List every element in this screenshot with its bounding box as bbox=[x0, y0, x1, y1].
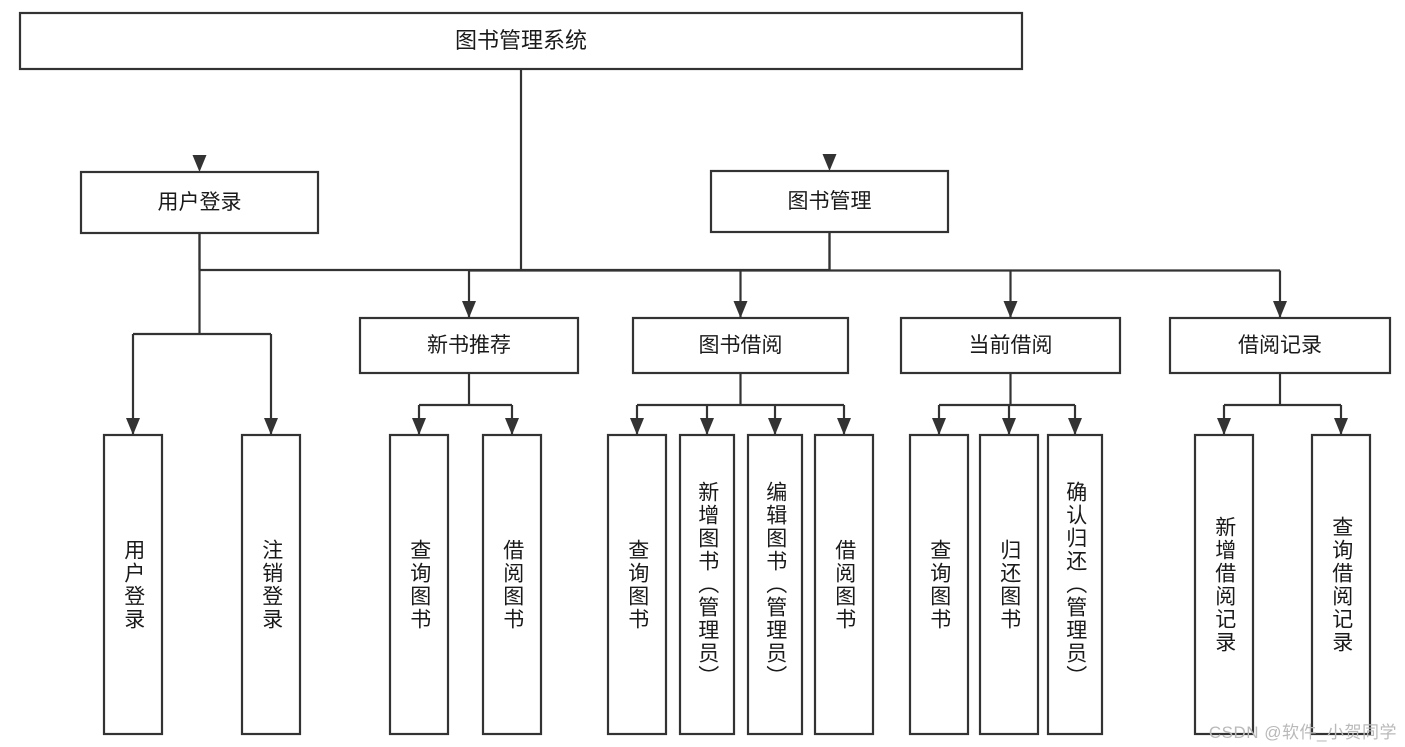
leaf-box-6-编辑图书管理员[interactable] bbox=[746, 433, 804, 736]
node-l3-label-新书推荐: 新书推荐 bbox=[427, 334, 511, 357]
leaf-box-2-查询图书[interactable] bbox=[388, 433, 450, 736]
node-l3-label-借阅记录: 借阅记录 bbox=[1238, 334, 1322, 357]
arrow-head-icon bbox=[932, 418, 946, 435]
arrow-head-icon bbox=[1273, 301, 1287, 318]
arrow-head-icon bbox=[837, 418, 851, 435]
leaf-box-5-新增图书管理员[interactable] bbox=[678, 433, 736, 736]
leaf-box-12-查询借阅记录[interactable] bbox=[1310, 433, 1372, 736]
node-l3-label-图书借阅: 图书借阅 bbox=[699, 334, 783, 357]
node-l3-label-当前借阅: 当前借阅 bbox=[969, 334, 1053, 357]
node-l3-当前借阅[interactable] bbox=[899, 316, 1122, 375]
node-l2-label-图书管理: 图书管理 bbox=[788, 190, 872, 213]
arrow-head-icon bbox=[192, 155, 207, 172]
arrow-head-icon bbox=[1334, 418, 1348, 435]
leaf-box-1-注销登录[interactable] bbox=[240, 433, 302, 736]
arrow-head-icon bbox=[768, 418, 782, 435]
leaf-box-0-用户登录[interactable] bbox=[102, 433, 164, 736]
leaf-box-10-确认归还管理员[interactable] bbox=[1046, 433, 1104, 736]
node-root-图书管理系统[interactable] bbox=[18, 11, 1024, 71]
arrow-head-icon bbox=[700, 418, 714, 435]
arrow-head-icon bbox=[126, 418, 140, 435]
arrow-head-icon bbox=[505, 418, 519, 435]
connectors-layer bbox=[126, 69, 1348, 435]
arrow-head-icon bbox=[822, 154, 837, 171]
arrow-head-icon bbox=[264, 418, 278, 435]
arrow-head-icon bbox=[630, 418, 644, 435]
arrow-head-icon bbox=[1217, 418, 1231, 435]
leaf-box-11-新增借阅记录[interactable] bbox=[1193, 433, 1255, 736]
boxes-layer bbox=[18, 11, 1392, 736]
node-l3-借阅记录[interactable] bbox=[1168, 316, 1392, 375]
node-root-label: 图书管理系统 bbox=[455, 28, 587, 53]
node-l3-新书推荐[interactable] bbox=[358, 316, 580, 375]
leaf-box-7-借阅图书[interactable] bbox=[813, 433, 875, 736]
node-l2-用户登录[interactable] bbox=[79, 170, 320, 235]
leaf-box-3-借阅图书[interactable] bbox=[481, 433, 543, 736]
arrow-head-icon bbox=[1002, 418, 1016, 435]
node-l2-图书管理[interactable] bbox=[709, 169, 950, 234]
node-l3-图书借阅[interactable] bbox=[631, 316, 850, 375]
arrow-head-icon bbox=[412, 418, 426, 435]
arrow-head-icon bbox=[733, 301, 748, 318]
arrow-head-icon bbox=[462, 301, 476, 318]
leaf-box-9-归还图书[interactable] bbox=[978, 433, 1040, 736]
csdn-watermark: CSDN @软件_小贺同学 bbox=[1208, 723, 1397, 742]
leaf-box-4-查询图书[interactable] bbox=[606, 433, 668, 736]
node-l2-label-用户登录: 用户登录 bbox=[158, 191, 242, 214]
arrow-head-icon bbox=[1003, 301, 1018, 318]
leaf-box-8-查询图书[interactable] bbox=[908, 433, 970, 736]
arrow-head-icon bbox=[1068, 418, 1082, 435]
